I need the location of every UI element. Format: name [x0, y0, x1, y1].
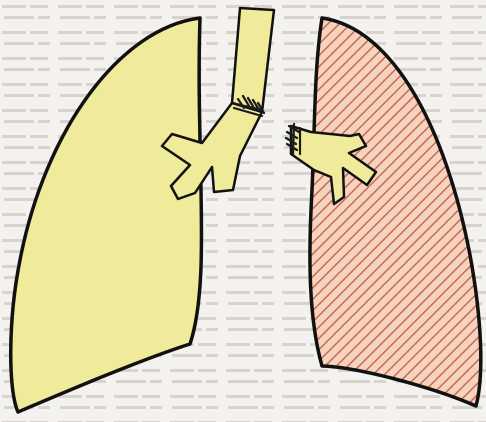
illustration-canvas: [0, 0, 486, 422]
lung-transplant-illustration: [0, 0, 486, 422]
